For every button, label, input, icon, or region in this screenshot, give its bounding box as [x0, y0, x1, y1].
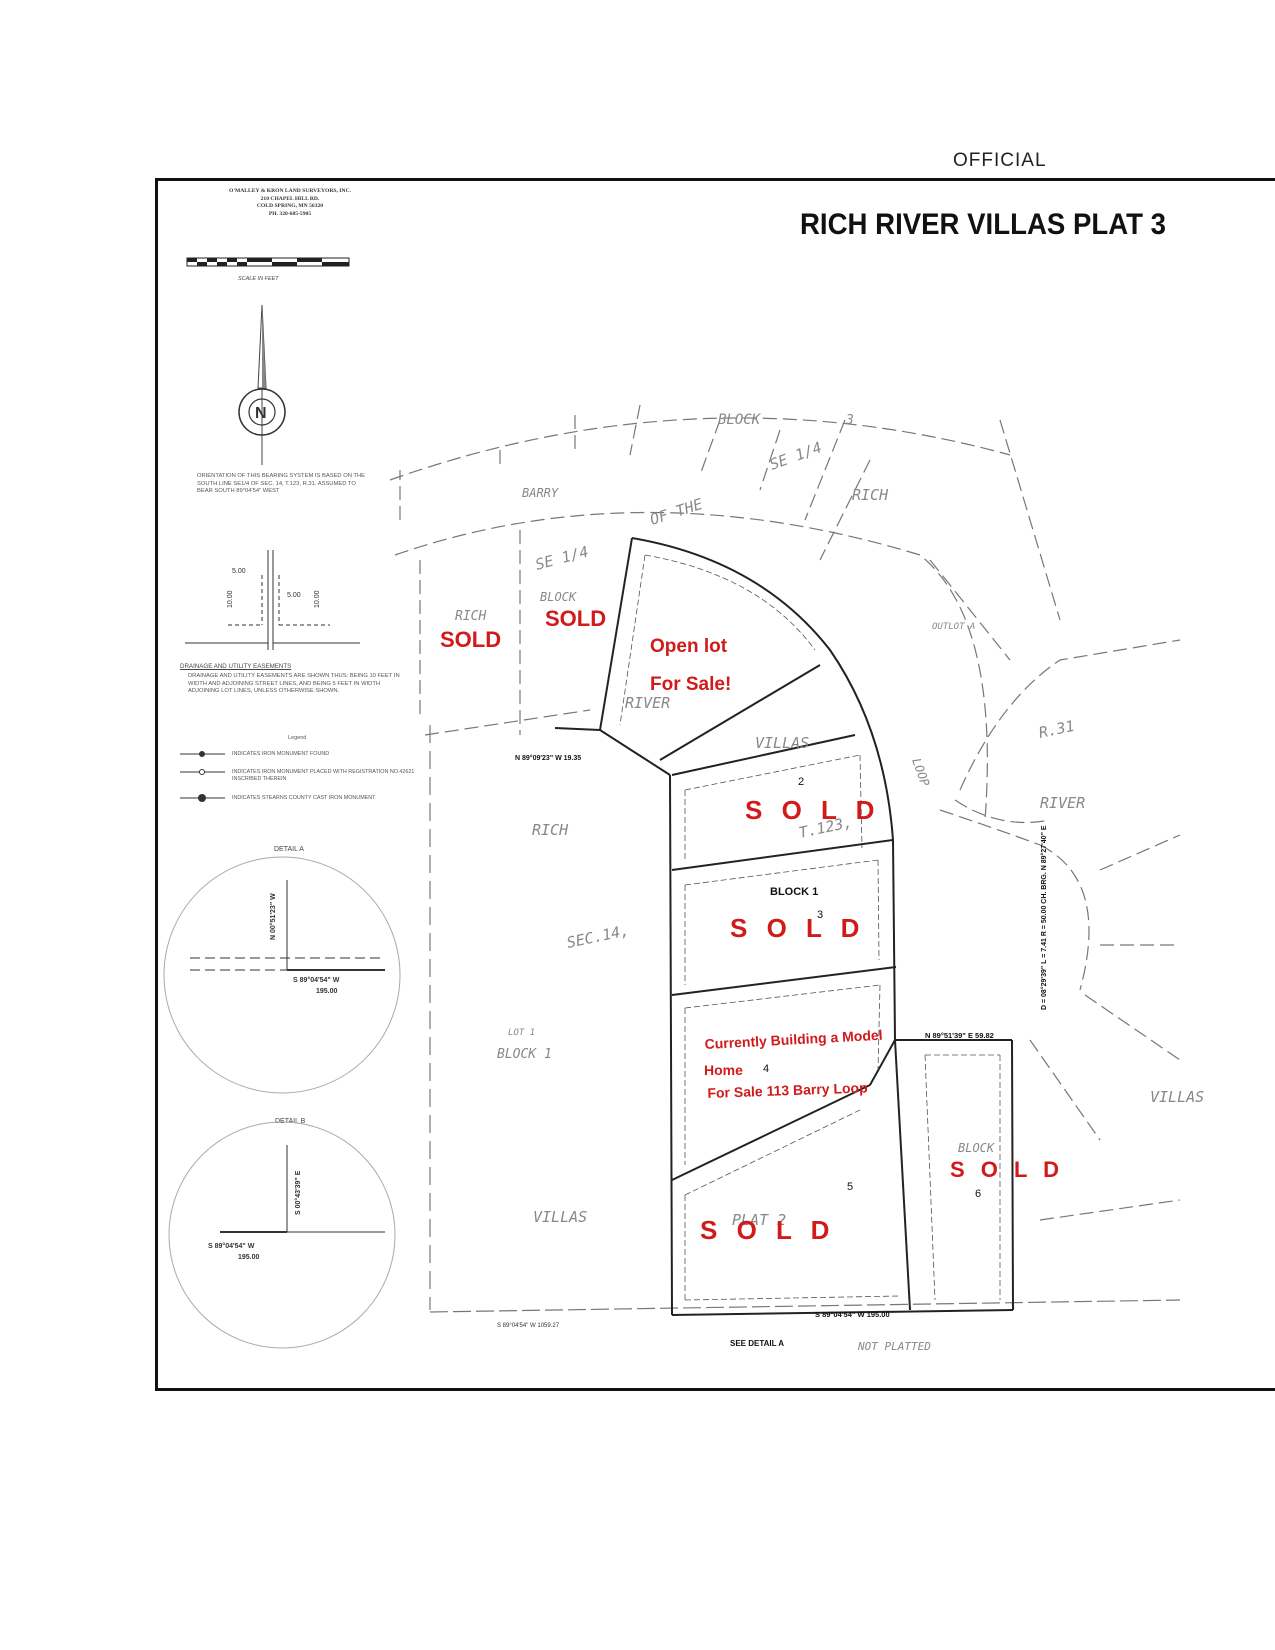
- detail-a-lines: [190, 880, 385, 971]
- label-block-b: BLOCK: [958, 1141, 995, 1155]
- easement-diagram: [185, 550, 360, 650]
- easement-heading: DRAINAGE AND UTILITY EASEMENTS: [180, 663, 292, 670]
- lot-number-4: 4: [763, 1063, 769, 1075]
- svg-text:N: N: [255, 405, 267, 422]
- label-block1-left: BLOCK 1: [497, 1047, 552, 1062]
- label-barry: BARRY: [522, 486, 559, 500]
- open-lot-note-line1: Open lot: [650, 636, 728, 657]
- easement-dim-d: 10.00: [314, 590, 321, 608]
- surveyor-city: COLD SPRING, MN 56320: [256, 203, 324, 210]
- label-se14-left: SE 1/4: [533, 542, 590, 573]
- scale-bar: [186, 257, 350, 267]
- legend-symbols: [180, 751, 225, 802]
- label-see-detail-a: SEE DETAIL A: [730, 1339, 784, 1348]
- easement-text: DRAINAGE AND UTILITY EASEMENTS ARE SHOWN…: [188, 673, 400, 695]
- label-outlot-a: OUTLOT A: [932, 622, 975, 632]
- easement-lines: [619, 554, 1001, 1301]
- label-villas-lot: VILLAS: [755, 734, 809, 752]
- easement-dim-b: 5.00: [287, 592, 301, 599]
- sold-stamp-block-lot: SOLD: [545, 606, 607, 631]
- label-block3: BLOCK: [718, 412, 762, 428]
- detail-a-dist: 195.00: [316, 988, 338, 995]
- bearing-bottom: S 89°04'54" W 195.00: [815, 1310, 890, 1319]
- detail-b-title: DETAIL B: [275, 1118, 306, 1125]
- model-home-note-line2: Home: [704, 1062, 743, 1078]
- label-block1-main: BLOCK 1: [770, 886, 818, 898]
- legend-item-county: INDICATES STEARNS COUNTY CAST IRON MONUM…: [232, 795, 376, 801]
- label-r31: R.31: [1037, 717, 1076, 742]
- sold-stamp-lot6: S O L D: [950, 1157, 1065, 1182]
- surveyor-name: O'MALLEY & KRON LAND SURVEYORS, INC.: [229, 188, 351, 194]
- lot-number-6: 6: [975, 1188, 981, 1200]
- lot-number-5: 5: [847, 1181, 853, 1193]
- detail-b-dist: 195.00: [238, 1254, 260, 1261]
- plat-frame: [155, 178, 1275, 1391]
- sold-stamp-rich-lot: SOLD: [440, 627, 502, 652]
- easement-dim-a: 5.00: [232, 568, 246, 575]
- legend-title: Legend: [288, 735, 307, 741]
- label-rich-left: RICH: [455, 609, 486, 624]
- open-lot-note-line2: For Sale!: [650, 674, 732, 695]
- plat-labels: BLOCK 3 SE 1/4 RICH BARRY OF THE SE 1/4 …: [455, 412, 1204, 1353]
- orientation-note: ORIENTATION OF THIS BEARING SYSTEM IS BA…: [197, 473, 366, 495]
- label-rich-top: RICH: [852, 486, 889, 504]
- label-sec14: SEC.14,: [565, 921, 631, 952]
- legend-item-placed: INDICATES IRON MONUMENT PLACED WITH REGI…: [232, 769, 415, 782]
- detail-b-circle: [168, 1121, 396, 1349]
- bearing-curve: D = 08°29'39" L = 7.41 R = 50.00 CH. BRG…: [1040, 825, 1048, 1010]
- label-lot1: LOT 1: [508, 1028, 535, 1038]
- detail-a-bearing: N 00°51'23" W: [269, 893, 277, 940]
- label-loop: LOOP: [909, 756, 932, 789]
- bearing-right: N 89°51'39" E 59.82: [925, 1031, 994, 1040]
- label-block3-num: 3: [845, 413, 854, 428]
- surveyor-block: O'MALLEY & KRON LAND SURVEYORS, INC. 210…: [190, 188, 390, 218]
- label-plat2: PLAT 2: [732, 1211, 786, 1229]
- plat-boundary: [554, 537, 1014, 1316]
- label-river-lot: RIVER: [625, 694, 670, 712]
- detail-a-circle: [163, 856, 401, 1094]
- detail-b-lines: [220, 1145, 385, 1233]
- bearing-left: N 89°09'23" W 19.35: [515, 754, 581, 762]
- legend-item-found: INDICATES IRON MONUMENT FOUND: [232, 751, 330, 757]
- scale-label: SCALE IN FEET: [238, 276, 279, 282]
- sold-stamp-lot2: S O L D: [745, 795, 881, 825]
- detail-a-title: DETAIL A: [274, 846, 304, 853]
- plat-title: RICH RIVER VILLAS PLAT 3: [800, 208, 1166, 241]
- lot-number-3: 3: [817, 909, 823, 921]
- label-not-platted: NOT PLATTED: [857, 1340, 931, 1353]
- sold-stamp-lot3: S O L D: [730, 913, 866, 943]
- sold-stamp-lot5: S O L D: [700, 1215, 836, 1245]
- detail-b-south-line: S 89°04'54" W: [208, 1242, 255, 1250]
- surveyor-address: 210 CHAPEL HILL RD.: [260, 195, 320, 202]
- page-header: OFFICIAL: [953, 150, 1047, 171]
- detail-a-south-line: S 89°04'54" W: [293, 976, 340, 984]
- label-river-right: RIVER: [1040, 794, 1085, 812]
- bearing-bottom-left: S 89°04'54" W 1059.27: [497, 1323, 560, 1329]
- easement-dim-c: 10.00: [227, 590, 234, 608]
- label-block-left: BLOCK: [540, 590, 577, 604]
- north-arrow-icon: N: [238, 304, 286, 465]
- label-se14-top: SE 1/4: [767, 438, 824, 473]
- label-rich-mid: RICH: [532, 821, 569, 839]
- surveyor-phone: PH. 320-685-5905: [268, 210, 312, 217]
- neighbor-lot-lines: [389, 404, 1181, 1313]
- label-villas-bottom: VILLAS: [533, 1208, 587, 1226]
- label-villas-right: VILLAS: [1150, 1088, 1204, 1106]
- detail-b-bearing: S 00°43'39" E: [294, 1170, 302, 1215]
- lot-number-2: 2: [798, 776, 804, 788]
- label-of-the: OF THE: [648, 495, 705, 529]
